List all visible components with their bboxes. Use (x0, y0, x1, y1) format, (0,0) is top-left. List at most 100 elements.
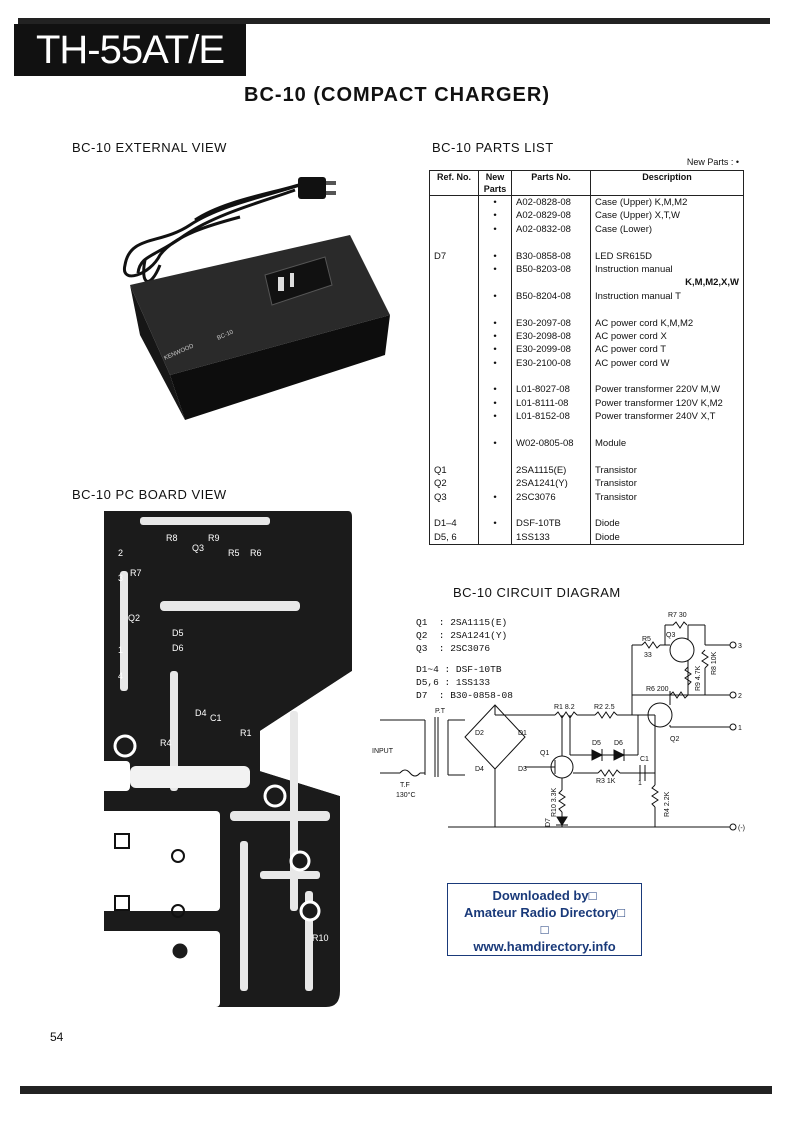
ref-no-cell: D7 (434, 250, 447, 262)
board-label-2: 2 (118, 548, 123, 558)
ref-no-cell: Q2 (434, 478, 447, 490)
label-d3: D3 (518, 766, 527, 773)
new-part-marker (483, 303, 507, 316)
download-line-1: Downloaded by□ (492, 888, 597, 903)
legend-d1-4: D1~4 : DSF-10TB (416, 664, 502, 675)
new-part-marker: • (493, 263, 497, 275)
description-cell: Diode (595, 531, 620, 543)
new-part-marker: • (493, 250, 497, 262)
ref-no-cell: D1–4 (434, 518, 457, 530)
description-cell: Diode (595, 518, 620, 530)
description-cell (595, 370, 739, 383)
part-number-cell: B50-8203-08 (516, 263, 571, 275)
board-label-r1: R1 (240, 728, 252, 738)
description-cell (595, 303, 739, 316)
new-part-marker (483, 477, 507, 490)
ref-no-cell (434, 303, 474, 316)
board-label-4: 4 (118, 671, 123, 681)
part-number-cell: L01-8152-08 (516, 411, 570, 423)
case-front (170, 315, 390, 420)
description-cell (595, 450, 739, 463)
ref-no-cell (434, 424, 474, 437)
label-r1: R1 8.2 (554, 704, 575, 711)
power-cord (123, 181, 306, 283)
part-number-cell: E30-2099-08 (516, 344, 571, 356)
external-view-heading: BC-10 EXTERNAL VIEW (72, 140, 227, 155)
label-d1: D1 (518, 730, 527, 737)
label-r9: R9 4.7K (695, 665, 702, 691)
label-c1-value: 1 (638, 780, 642, 787)
bottom-rule (20, 1086, 772, 1094)
plug (298, 177, 336, 199)
download-link[interactable]: www.hamdirectory.info (473, 939, 616, 954)
parts-list-heading: BC-10 PARTS LIST (432, 140, 554, 155)
board-label-r8: R8 (166, 533, 178, 543)
label-r7: R7 30 (668, 612, 687, 619)
ref-no-cell (434, 236, 474, 249)
description-cell: Case (Upper) X,T,W (595, 210, 680, 222)
col-desc: Description (590, 170, 744, 196)
new-column: •••••••••••••••• (478, 194, 512, 546)
board-label-c1: C1 (210, 713, 222, 723)
new-part-marker: • (493, 397, 497, 409)
ref-no-cell: Q3 (434, 491, 447, 503)
part-number-cell: A02-0832-08 (516, 223, 571, 235)
ref-no-cell (434, 410, 474, 423)
ref-no-cell (434, 343, 474, 356)
board-label-d5: D5 (172, 628, 184, 638)
label-d2: D2 (475, 730, 484, 737)
label-r3: R3 1K (596, 778, 616, 785)
board-label-r7: R7 (130, 568, 142, 578)
new-part-marker (483, 424, 507, 437)
part-number-cell: B30-0858-08 (516, 250, 571, 262)
new-part-marker (483, 531, 507, 544)
ref-no-cell (434, 437, 474, 450)
description-cell: Transistor (595, 478, 637, 490)
page-number: 54 (50, 1030, 64, 1044)
ref-no-cell: Q1 (434, 464, 447, 476)
part-number-cell (516, 236, 586, 249)
part-number-cell (516, 276, 586, 289)
board-label-r4: R4 (160, 738, 172, 748)
description-cell: LED SR615D (595, 250, 653, 262)
description-cell: Module (595, 438, 627, 450)
ref-no-cell (434, 397, 474, 410)
part-number-cell: 2SA1115(E) (516, 464, 567, 476)
part-number-cell: 1SS133 (516, 531, 550, 543)
part-number-cell (516, 450, 586, 463)
new-part-marker: • (493, 223, 497, 235)
ref-no-cell (434, 504, 474, 517)
part-number-cell: W02-0805-08 (516, 438, 574, 450)
part-number-cell (516, 303, 586, 316)
new-part-marker (483, 464, 507, 477)
part-number-cell (516, 504, 586, 517)
description-cell: Instruction manual T (595, 290, 681, 302)
description-cell: Transistor (595, 491, 637, 503)
case-side (130, 285, 185, 420)
description-cell (595, 424, 739, 437)
parts-table: Ref. No. New Parts Parts No. Description… (429, 170, 744, 546)
board-label-r10: R10 (312, 933, 329, 943)
label-pt: P.T (435, 708, 446, 715)
description-cell (595, 504, 739, 517)
part-number-cell: A02-0829-08 (516, 210, 571, 222)
legend-q1: Q1 : 2SA1115(E) (416, 617, 508, 628)
new-part-marker (483, 236, 507, 249)
part-number-cell: E30-2098-08 (516, 330, 571, 342)
label-q3: Q3 (666, 632, 675, 639)
label-d7: D7 (545, 818, 552, 827)
ref-no-cell (434, 330, 474, 343)
board-label-q3: Q3 (192, 543, 204, 553)
new-part-marker: • (493, 210, 497, 222)
legend-q3: Q3 : 2SC3076 (416, 643, 491, 654)
circuit-diagram: INPUT P.T T.F 130°C D2 D1 D4 D3 D5 D6 Q1… (372, 612, 745, 832)
ref-no-cell (434, 276, 474, 289)
label-q1: Q1 (540, 750, 549, 757)
battery-slot (264, 256, 333, 306)
label-input: INPUT (372, 748, 394, 755)
new-part-marker: • (493, 344, 497, 356)
charger-photo: KENWOOD BC-10 (123, 177, 390, 420)
label-r10: R10 3.3K (551, 787, 558, 817)
